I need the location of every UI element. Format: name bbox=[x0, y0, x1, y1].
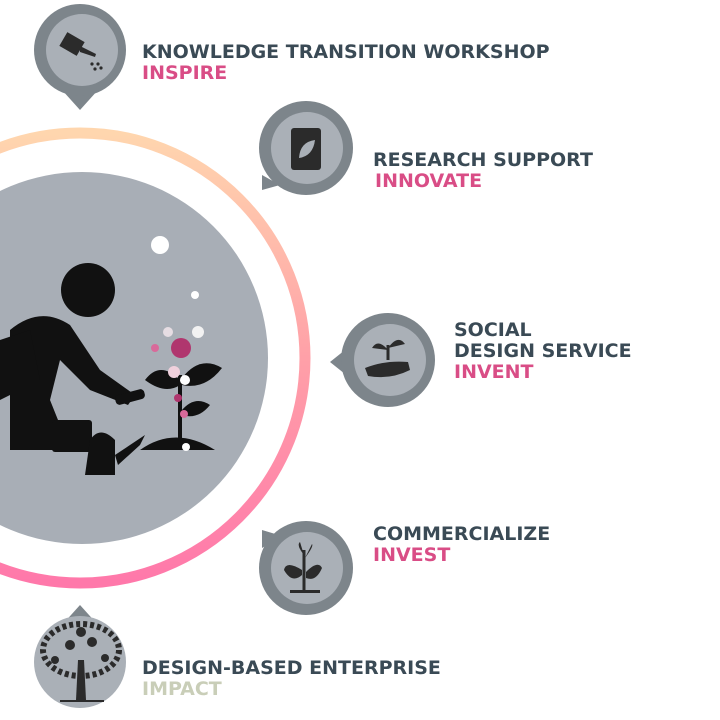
soil-bag-icon bbox=[291, 128, 321, 170]
stage-subtitle: INNOVATE bbox=[375, 170, 483, 192]
tree-icon bbox=[40, 621, 122, 702]
pin-invest bbox=[259, 521, 353, 615]
stage-title: DESIGN-BASED ENTERPRISE bbox=[142, 657, 441, 679]
stage-invest: COMMERCIALIZE INVEST bbox=[373, 524, 550, 566]
stage-title-line1: SOCIAL bbox=[454, 319, 532, 341]
gardener-illustration bbox=[0, 263, 222, 475]
sprout-icon bbox=[284, 542, 322, 593]
stage-title: KNOWLEDGE TRANSITION WORKSHOP bbox=[142, 41, 550, 63]
stage-title: COMMERCIALIZE bbox=[373, 523, 551, 545]
stage-subtitle: INVEST bbox=[373, 544, 451, 566]
stage-subtitle: INVENT bbox=[454, 361, 534, 383]
hand-sprout-icon bbox=[365, 339, 410, 378]
stage-subtitle: INSPIRE bbox=[142, 62, 228, 84]
stage-title: RESEARCH SUPPORT bbox=[373, 149, 593, 171]
outer-ring bbox=[0, 127, 311, 589]
stage-title-line2: DESIGN SERVICE bbox=[454, 340, 632, 362]
pin-innovate bbox=[259, 101, 353, 195]
watering-can-icon bbox=[59, 32, 103, 71]
bubbles bbox=[151, 236, 204, 451]
stage-inspire: KNOWLEDGE TRANSITION WORKSHOP INSPIRE bbox=[142, 42, 550, 84]
stage-invent: SOCIAL DESIGN SERVICE INVENT bbox=[454, 320, 632, 383]
stage-innovate: RESEARCH SUPPORT INNOVATE bbox=[373, 150, 593, 192]
stage-impact: DESIGN-BASED ENTERPRISE IMPACT bbox=[142, 658, 441, 700]
pin-invent bbox=[330, 313, 435, 407]
pin-impact bbox=[34, 605, 126, 708]
stage-subtitle: IMPACT bbox=[142, 678, 222, 700]
pin-inspire bbox=[34, 4, 126, 110]
